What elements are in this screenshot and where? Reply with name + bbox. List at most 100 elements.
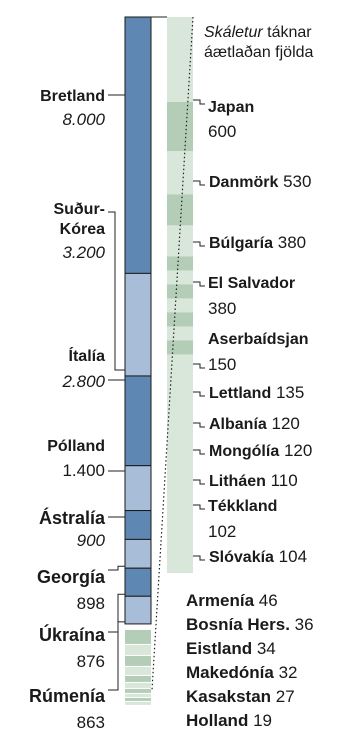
label-value-danmork: 530 — [278, 172, 311, 191]
country-labels: Bretland8.000Suður-Kórea3.200Ítalía2.800… — [29, 88, 314, 732]
label-value-ukraina: 876 — [77, 652, 105, 671]
list-item-armenia: Armenía 46 — [186, 591, 278, 610]
leader-ukraina — [108, 593, 125, 633]
bar-segment-bulgaria — [167, 194, 193, 226]
label-slovakia: Slóvakía 104 — [209, 547, 307, 566]
label-lithaen: Litháen 110 — [209, 471, 298, 490]
label-mongolia: Mongólía 120 — [209, 441, 312, 460]
label-value-el-salvador: 380 — [208, 299, 236, 318]
bar-segment-mongolia — [167, 298, 193, 313]
list-value-kasakstan: 27 — [271, 687, 295, 706]
bar-segment-remainder — [125, 675, 151, 682]
legend-note-rest: táknar — [263, 24, 313, 41]
bar-segment-remainder — [125, 697, 151, 701]
leader-aserbaidsjan — [193, 363, 205, 369]
label-value-albania: 120 — [267, 414, 300, 433]
bar-segment-japan — [167, 102, 193, 152]
label-danmork: Danmörk 530 — [209, 172, 311, 191]
bar-segment-el-salvador — [167, 225, 193, 257]
label-name-ukraina: Úkraína — [39, 624, 106, 645]
label-value-bretland: 8.000 — [62, 110, 105, 129]
bar-segment-su-ur-korea — [124, 272, 152, 377]
label-value-rumenia: 863 — [77, 713, 105, 732]
list-item-makedonia: Makedónía 32 — [186, 663, 298, 682]
bar-segment-remainder — [125, 688, 151, 693]
bar-segment-remainder — [125, 682, 151, 688]
bar-segment-remainder — [125, 644, 151, 655]
list-name-bosnia-hers: Bosnía Hers. — [186, 615, 290, 634]
list-value-armenia: 46 — [254, 591, 278, 610]
label-name-su-ur-korea: Kórea — [60, 221, 105, 238]
list-name-armenia: Armenía — [186, 591, 255, 610]
bar-segment-albania — [167, 284, 193, 299]
leader-lithaen — [193, 479, 205, 485]
bar-segment-remainder — [125, 701, 151, 705]
bar-segment-remainder — [125, 629, 151, 644]
label-name-italia: Ítalía — [69, 346, 106, 365]
bar-segment-ukraina — [124, 567, 152, 597]
leader-albania — [193, 422, 205, 428]
bar-segment-lithaen — [167, 312, 193, 327]
list-name-kasakstan: Kasakstan — [186, 687, 271, 706]
list-name-eistland: Eistland — [186, 639, 252, 658]
bar-segment-georgia — [124, 538, 152, 569]
bar-segment-slovakia — [167, 340, 193, 355]
connector-top — [150, 16, 167, 20]
label-value-georgia: 898 — [77, 594, 105, 613]
list-value-makedonia: 32 — [274, 663, 298, 682]
label-name-slovakia: Slóvakía — [209, 549, 274, 566]
list-item-kasakstan: Kasakstan 27 — [186, 687, 295, 706]
label-name-mongolia: Mongólía — [209, 443, 279, 460]
label-bulgaria: Búlgaría 380 — [209, 233, 306, 252]
bar-segments — [124, 16, 193, 705]
label-value-su-ur-korea: 3.200 — [62, 243, 105, 262]
label-name-bulgaria: Búlgaría — [209, 235, 273, 252]
label-name-rumenia: Rúmenía — [29, 686, 106, 706]
leader-su-ur-korea — [108, 211, 125, 371]
label-value-japan: 600 — [208, 122, 236, 141]
label-value-mongolia: 120 — [279, 441, 312, 460]
leader-danmork — [193, 180, 205, 186]
bar-segment-polland — [124, 465, 152, 512]
label-name-albania: Albanía — [209, 416, 267, 433]
list-name-makedonia: Makedónía — [186, 663, 274, 682]
label-value-bulgaria: 380 — [273, 233, 306, 252]
legend-note-line1: Skáletur táknar — [204, 24, 312, 41]
label-value-lithaen: 110 — [266, 471, 298, 490]
legend-note-italic: Skáletur — [204, 24, 263, 41]
label-name-aserbaidsjan: Aserbaídsjan — [208, 331, 308, 348]
bar-segment-rumenia — [124, 595, 152, 625]
bar-segment-danmork — [167, 151, 193, 195]
bar-segment-aserbaidsjan — [167, 256, 193, 271]
bar-segment-bretland — [124, 16, 152, 274]
list-item-eistland: Eistland 34 — [186, 639, 276, 658]
bar-segment-remainder — [125, 666, 151, 675]
label-value-aserbaidsjan: 150 — [208, 355, 236, 374]
label-value-astralia: 900 — [77, 531, 106, 550]
bar-segment-tekkland — [167, 326, 193, 341]
list-value-eistland: 34 — [252, 639, 276, 658]
list-item-holland: Holland 19 — [186, 711, 272, 730]
label-name-danmork: Danmörk — [209, 174, 278, 191]
bar-segment-remainder — [167, 354, 193, 573]
label-name-georgia: Georgía — [37, 567, 106, 587]
label-name-japan: Japan — [208, 99, 254, 116]
label-name-tekkland: Tékkland — [208, 498, 277, 515]
bar-segment-italia — [124, 375, 152, 467]
leader-slovakia — [193, 555, 205, 561]
legend-note-line2: áætlaðan fjölda — [204, 44, 314, 61]
label-name-lettland: Lettland — [209, 385, 271, 402]
leader-el-salvador — [193, 281, 205, 287]
label-value-slovakia: 104 — [274, 547, 307, 566]
list-item-bosnia-hers: Bosnía Hers. 36 — [186, 615, 314, 634]
label-name-polland: Pólland — [47, 438, 105, 455]
leader-japan — [193, 99, 205, 105]
bar-segment-remainder — [125, 655, 151, 666]
label-value-polland: 1.400 — [62, 461, 105, 480]
label-name-lithaen: Litháen — [209, 473, 266, 490]
list-value-bosnia-hers: 36 — [290, 615, 314, 634]
bar-segment-lettland — [167, 270, 193, 285]
label-lettland: Lettland 135 — [209, 383, 304, 402]
label-value-lettland: 135 — [271, 383, 304, 402]
